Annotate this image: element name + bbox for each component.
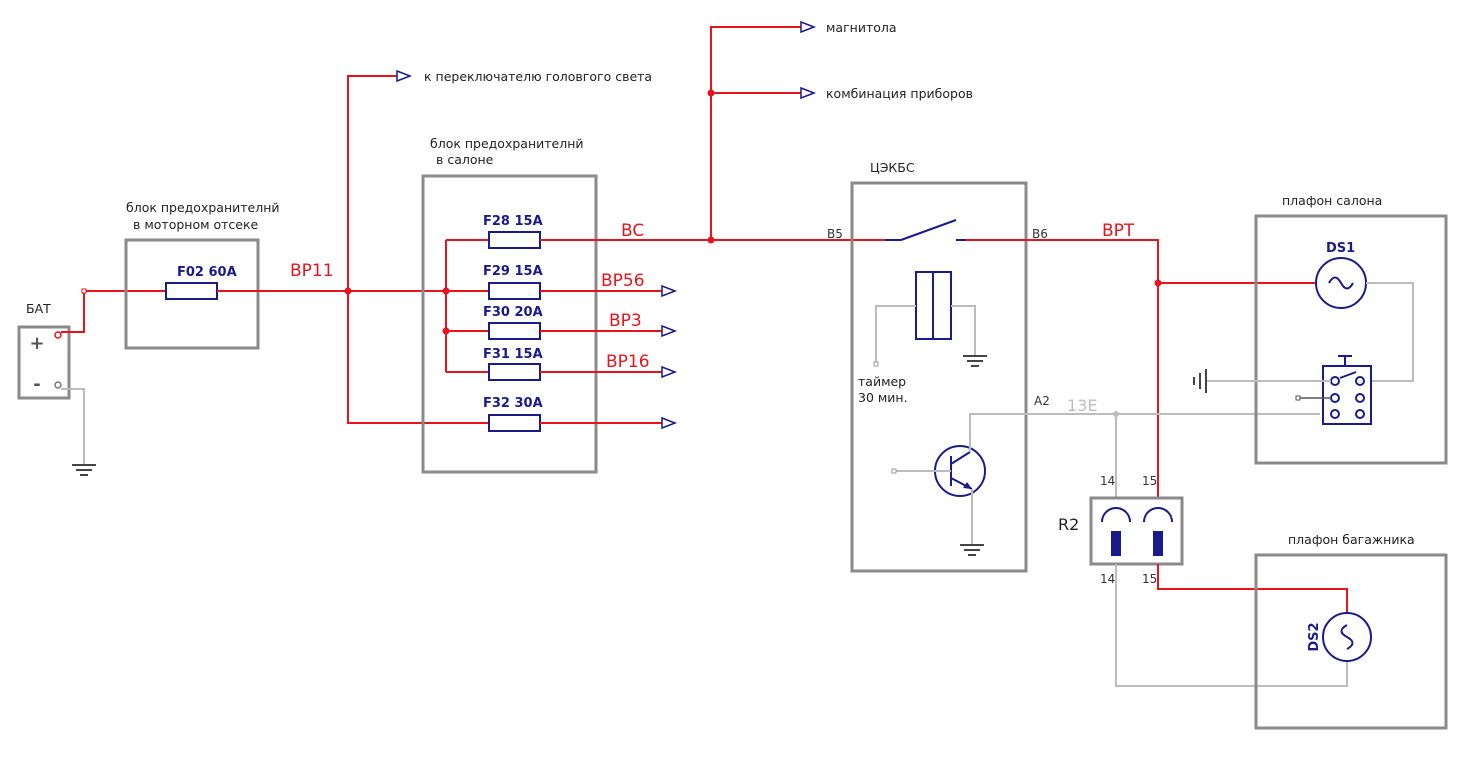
timer-label-2: 30 мин.	[858, 390, 908, 405]
connector-pins-icon	[1101, 507, 1173, 556]
door-switch-ground-icon	[1193, 369, 1207, 393]
wire-bpt-label: BPT	[1102, 221, 1135, 241]
pin-14-bottom-label: 14	[1100, 572, 1115, 586]
fuse-f32-label: F32 30A	[483, 396, 543, 411]
connector-r2	[1089, 496, 1184, 566]
engine-fuse-block	[124, 238, 260, 350]
battery-positive-wire	[61, 290, 166, 333]
wire-bp3-label: BP3	[609, 311, 642, 331]
cabin-fuse-block-title-2: в салоне	[436, 152, 494, 167]
pin-15-top-label: 15	[1142, 474, 1157, 488]
fuse-f29	[488, 282, 541, 300]
cabin-lamp-box	[1254, 214, 1448, 465]
pin-a2-label: A2	[1034, 394, 1050, 408]
svg-text:+: +	[29, 333, 44, 354]
pin-b5-label: B5	[827, 227, 843, 241]
cabin-bulb-icon	[1315, 257, 1367, 309]
headlight-switch-label: к переключателю головгого света	[424, 69, 652, 84]
transistor-ground-icon	[960, 544, 984, 556]
cabin-fuse-block	[421, 174, 598, 474]
radio-label: магнитола	[826, 20, 897, 35]
fuse-f32	[488, 414, 541, 432]
engine-fuse-block-title-2: в моторном отсеке	[133, 217, 259, 232]
cluster-label: комбинация приборов	[826, 86, 973, 101]
svg-text:-: -	[33, 374, 40, 395]
trunk-lamp-box	[1254, 553, 1448, 730]
battery-label: БАТ	[26, 301, 51, 316]
pin-15-bottom-label: 15	[1142, 572, 1157, 586]
fuse-f28	[488, 231, 541, 249]
fuse-f31	[488, 363, 541, 381]
arrow-radio-icon	[800, 20, 817, 34]
relay-ground-icon	[963, 355, 987, 367]
wire-bp16-label: BP16	[606, 352, 650, 372]
cekbs-module	[850, 181, 1028, 573]
cabin-fuse-block-title-1: блок предохранителнй	[430, 136, 584, 151]
arrow-f32-icon	[661, 416, 678, 430]
arrow-bp56-icon	[661, 284, 678, 298]
arrow-headlight-icon	[396, 69, 413, 83]
wire-bp11-label: BP11	[290, 261, 334, 281]
r2-label: R2	[1058, 515, 1079, 534]
arrow-bp3-icon	[661, 324, 678, 338]
pin-14-top-label: 14	[1100, 474, 1115, 488]
wire-bc-label: BC	[621, 221, 644, 241]
battery-ground-wire	[61, 388, 96, 476]
arrow-bp16-icon	[661, 365, 678, 379]
ds1-label: DS1	[1326, 241, 1355, 256]
trunk-bulb-icon	[1322, 612, 1372, 662]
fuse-f02	[165, 282, 218, 300]
trunk-lamp-label: плафон багажника	[1288, 532, 1415, 547]
pin-b6-label: B6	[1032, 227, 1048, 241]
engine-fuse-block-title-1: блок предохранителнй	[126, 200, 280, 215]
relay-coil-icon	[915, 271, 952, 340]
fuse-f29-label: F29 15A	[483, 264, 543, 279]
fuse-f30-label: F30 20A	[483, 305, 543, 320]
fuse-f28-label: F28 15A	[483, 214, 543, 229]
ds2-label: DS2	[1307, 622, 1322, 651]
fuse-f02-label: F02 60A	[177, 265, 237, 280]
relay-switch-icon	[885, 219, 966, 241]
door-switch-icon	[1322, 355, 1372, 425]
wire-13e-label: 13E	[1067, 396, 1097, 415]
cekbs-label: ЦЭКБС	[870, 160, 915, 175]
timer-label-1: таймер	[858, 374, 906, 389]
battery: + -	[17, 325, 71, 400]
wire-bp56-label: BP56	[601, 271, 645, 291]
cabin-lamp-label: плафон салона	[1282, 193, 1382, 208]
fuse-f31-label: F31 15A	[483, 347, 543, 362]
fuse-f30	[488, 322, 541, 340]
arrow-cluster-icon	[800, 86, 817, 100]
